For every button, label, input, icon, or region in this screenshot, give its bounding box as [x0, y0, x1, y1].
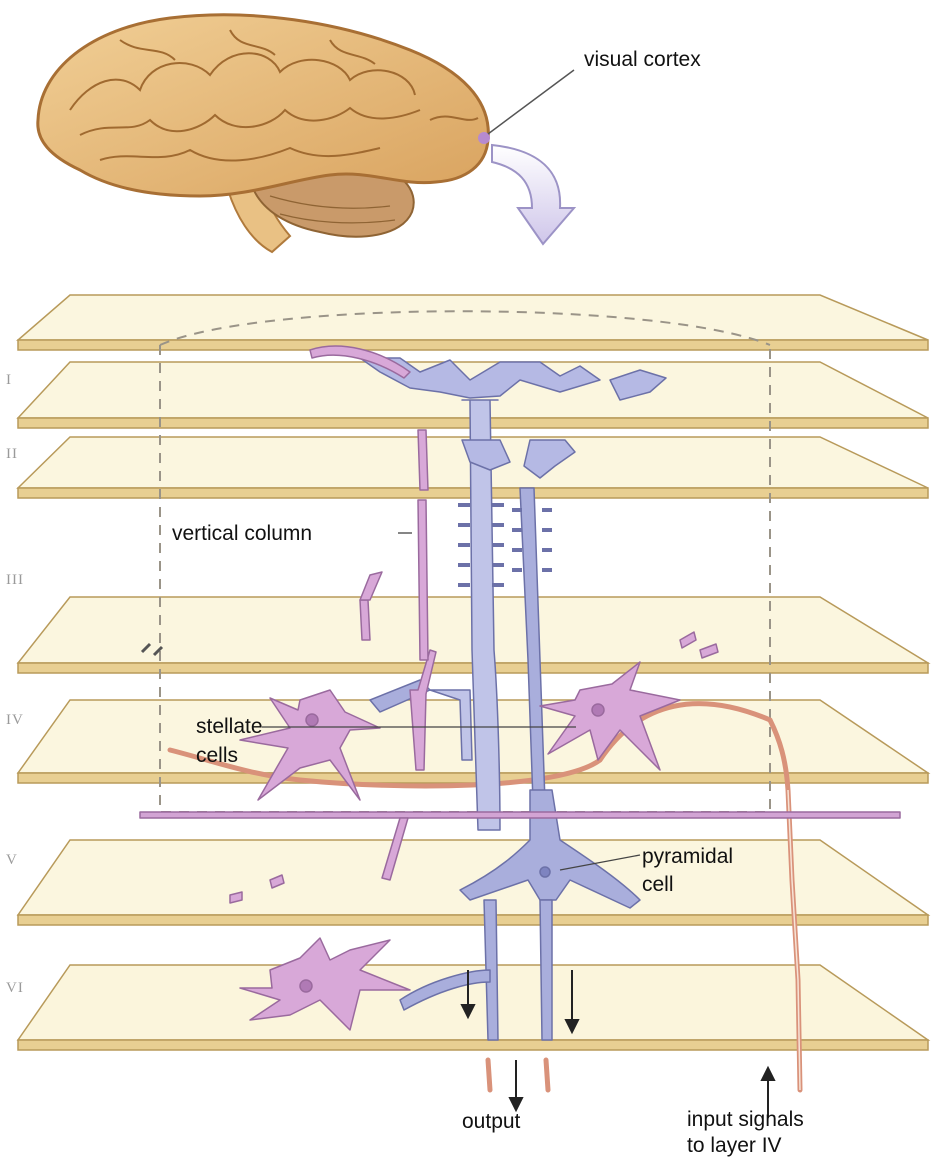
layer-label-vi: VI [6, 980, 24, 997]
label-stellate-cells-2: cells [196, 743, 238, 768]
visual-cortex-pointer [488, 70, 574, 134]
brain-illustration [38, 15, 490, 252]
label-vertical-column: vertical column [172, 521, 312, 546]
label-pyramidal-cell-1: pyramidal [642, 844, 733, 869]
layer-label-i: I [6, 372, 12, 389]
label-visual-cortex: visual cortex [584, 47, 701, 72]
curved-down-arrow [492, 145, 574, 244]
label-stellate-cells-1: stellate [196, 714, 263, 739]
layer-label-iv: IV [6, 712, 24, 729]
label-input-signals-2: to layer IV [687, 1133, 782, 1158]
label-output: output [462, 1109, 520, 1134]
label-input-signals-1: input signals [687, 1107, 804, 1132]
layer-label-ii: II [6, 446, 18, 463]
layer-label-v: V [6, 852, 18, 869]
layer-label-iii: III [6, 572, 24, 589]
label-pyramidal-cell-2: cell [642, 872, 674, 897]
